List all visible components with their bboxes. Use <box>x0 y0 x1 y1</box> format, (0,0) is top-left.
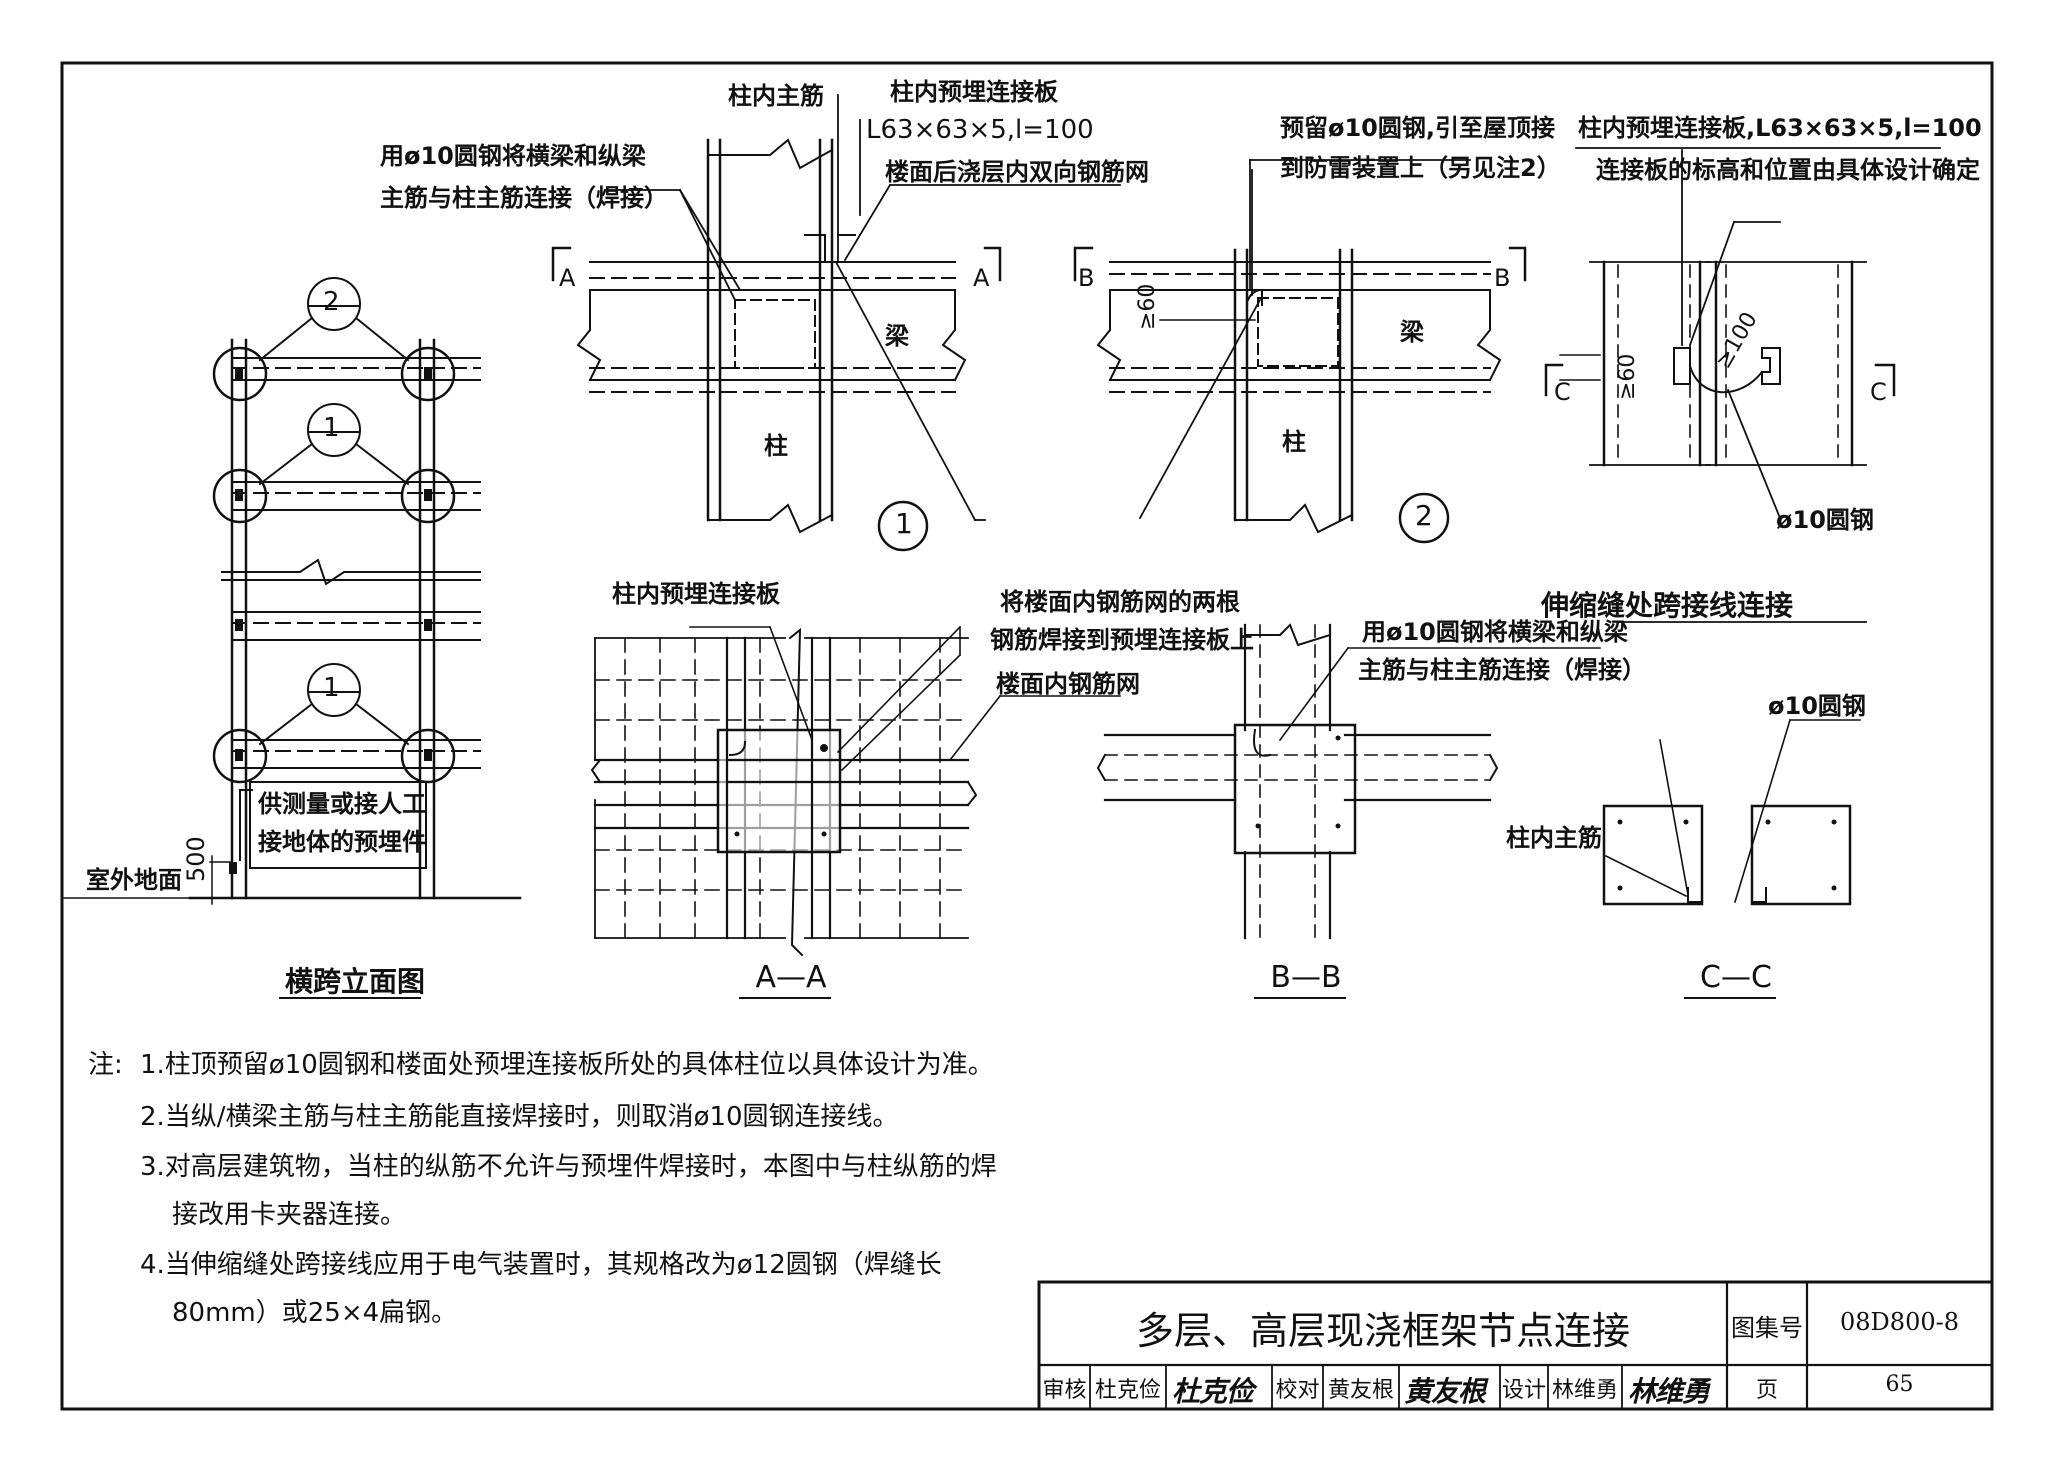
detail-1-number: 1 <box>895 507 913 540</box>
note-3-line-1: 3.对高层建筑物，当柱的纵筋不允许与预埋件焊接时，本图中与柱纵筋的焊 <box>140 1152 997 1182</box>
designer-signature: 林维勇 <box>1628 1375 1710 1408</box>
embed-label-2: 接地体的预埋件 <box>258 828 426 856</box>
cc-main-bar-label: 柱内主筋 <box>1506 824 1602 852</box>
label-floor-mesh: 楼面后浇层内双向钢筋网 <box>885 158 1149 186</box>
label-reserved-rod-2: 到防雷装置上（另见注2） <box>1280 154 1561 182</box>
note-3-line-2: 接改用卡夹器连接。 <box>172 1200 407 1230</box>
label-weld-line-2: 主筋与柱主筋连接（焊接） <box>380 184 668 212</box>
detail-1-drawing <box>551 94 1121 552</box>
section-mark-c-left: C <box>1554 378 1571 406</box>
note-4-line-2: 80mm）或25×4扁钢。 <box>172 1298 458 1328</box>
expansion-rod-label: ø10圆钢 <box>1776 506 1874 534</box>
note-2: 2.当纵/横梁主筋与柱主筋能直接焊接时，则取消ø10圆钢连接线。 <box>140 1102 899 1132</box>
label-embedded-plate: 柱内预埋连接板 <box>890 78 1058 106</box>
notes-prefix: 注: <box>88 1050 123 1080</box>
column-label-2: 柱 <box>1282 428 1306 456</box>
page-number: 65 <box>1885 1372 1914 1397</box>
checker-signature: 黄友根 <box>1404 1375 1486 1408</box>
section-mark-a-right: A <box>973 264 990 292</box>
section-mark-c-right: C <box>1870 378 1887 406</box>
aa-label-weld-1: 将楼面内钢筋网的两根 <box>1000 588 1240 616</box>
section-mark-a-left: A <box>559 264 576 292</box>
beam-label-2: 梁 <box>1400 318 1424 346</box>
design-label: 设计 <box>1501 1378 1546 1403</box>
label-weld-line-1: 用ø10圆钢将横梁和纵梁 <box>380 142 646 170</box>
title-block-lines <box>1037 1280 1994 1411</box>
designer-name: 林维勇 <box>1551 1378 1618 1403</box>
page-label: 页 <box>1755 1378 1778 1403</box>
aa-label-mesh: 楼面内钢筋网 <box>996 670 1140 698</box>
note-4-line-1: 4.当伸缩缝处跨接线应用于电气装置时，其规格改为ø12圆钢（焊缝长 <box>140 1250 942 1280</box>
expansion-label-2: 连接板的标高和位置由具体设计确定 <box>1596 156 1980 184</box>
note-1: 1.柱顶预留ø10圆钢和楼面处预埋连接板所处的具体柱位以具体设计为准。 <box>140 1050 994 1080</box>
elevation-title: 横跨立面图 <box>284 965 425 998</box>
dim-60-expansion: ≥60 <box>1615 353 1640 400</box>
section-aa-drawing <box>590 625 1121 957</box>
section-mark-b-right: B <box>1494 264 1511 292</box>
aa-label-plate: 柱内预埋连接板 <box>612 580 780 608</box>
detail-2-drawing <box>1073 159 1527 544</box>
expansion-title: 伸缩缝处跨接线连接 <box>1540 589 1793 622</box>
reviewer-signature: 杜克俭 <box>1172 1375 1254 1408</box>
bb-label-2: 主筋与柱主筋连接（焊接） <box>1358 656 1646 684</box>
detail-2-number: 2 <box>1415 499 1433 532</box>
section-aa-title: A—A <box>755 960 827 995</box>
atlas-label: 图集号 <box>1731 1314 1803 1342</box>
label-main-bar: 柱内主筋 <box>728 82 824 110</box>
section-cc-drawing <box>1602 719 1861 906</box>
section-cc-title: C—C <box>1700 960 1772 995</box>
expansion-label-1: 柱内预埋连接板,L63×63×5,l=100 <box>1578 114 1982 142</box>
section-bb-title: B—B <box>1270 960 1342 995</box>
drawing-title: 多层、高层现浇框架节点连接 <box>1135 1309 1630 1353</box>
bb-label-1: 用ø10圆钢将横梁和纵梁 <box>1362 618 1628 646</box>
section-mark-b-left: B <box>1078 264 1095 292</box>
section-bb-drawing <box>1096 623 1601 940</box>
dim-60-detail-2: ≥60 <box>1135 283 1160 330</box>
check-label: 校对 <box>1275 1378 1320 1403</box>
beam-label-1: 梁 <box>885 322 909 350</box>
atlas-number: 08D800-8 <box>1840 1308 1959 1336</box>
expansion-joint-drawing <box>1544 147 1941 623</box>
checker-name: 黄友根 <box>1327 1378 1394 1403</box>
height-dimension: 500 <box>182 836 210 882</box>
sheet-border <box>60 61 1994 1411</box>
embed-label-1: 供测量或接人工 <box>258 790 426 818</box>
bubble-1a-number: 1 <box>323 413 340 443</box>
review-label: 审核 <box>1042 1378 1087 1403</box>
bubble-2-number: 2 <box>323 287 340 317</box>
ground-label: 室外地面 <box>86 866 182 894</box>
label-plate-spec: L63×63×5,l=100 <box>866 115 1094 145</box>
column-label-1: 柱 <box>764 432 788 460</box>
reviewer-name: 杜克俭 <box>1094 1378 1161 1403</box>
label-reserved-rod-1: 预留ø10圆钢,引至屋顶接 <box>1280 114 1556 142</box>
cc-rod-label: ø10圆钢 <box>1768 692 1866 720</box>
aa-label-weld-2: 钢筋焊接到预埋连接板上 <box>990 626 1254 654</box>
bubble-1b-number: 1 <box>323 673 340 703</box>
elevation-drawing <box>61 277 522 905</box>
